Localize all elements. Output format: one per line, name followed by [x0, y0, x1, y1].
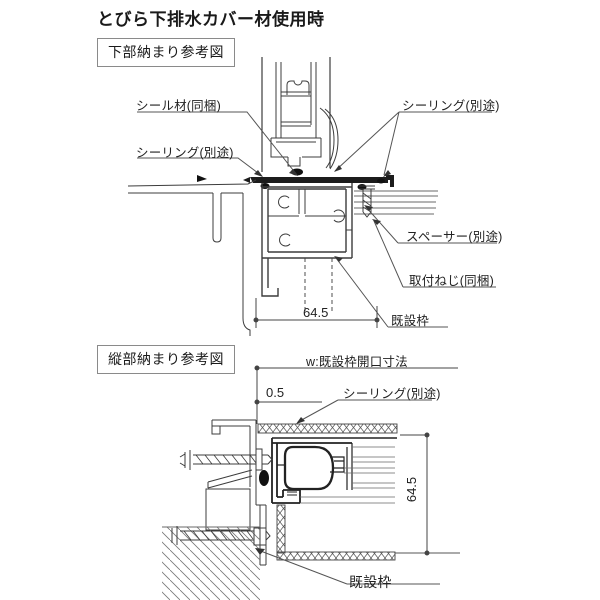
wall-hatch	[162, 526, 260, 600]
mount-screw-upper-left	[179, 448, 273, 471]
dim-text-width-upper: 64.5	[303, 305, 329, 320]
frame-section-lines	[300, 446, 395, 504]
threshold-profile	[127, 179, 257, 336]
label-sealing-left: シーリング(別途)	[136, 146, 234, 160]
label-existing-frame-upper: 既設枠	[391, 314, 430, 328]
dimension-w	[254, 365, 458, 424]
vertical-detail-drawing	[162, 365, 460, 600]
label-sealing-right: シーリング(別途)	[402, 99, 500, 113]
dimension-width-upper	[253, 298, 380, 328]
floor-section-lines	[354, 190, 438, 215]
leader-arrowheads-upper	[254, 165, 391, 262]
mount-screw-vertical	[359, 185, 375, 218]
label-w-dimension: w:既設枠開口寸法	[306, 355, 408, 369]
backer-seal	[259, 470, 269, 486]
drain-cover-plate	[197, 175, 394, 187]
leader-arrowheads-lower	[255, 417, 305, 555]
leader-lines-lower	[257, 399, 440, 585]
sealing-strip-top	[257, 423, 398, 434]
sealing-strip-bottom	[276, 504, 460, 561]
weather-strip	[319, 107, 339, 170]
sealing-bead-right	[377, 178, 385, 184]
label-sealing-lower: シーリング(別途)	[343, 387, 441, 401]
section-heading-bottom: 下部納まり参考図	[97, 38, 235, 67]
dim-text-height-lower: 64.5	[404, 476, 420, 503]
sill-body-profile	[261, 183, 353, 312]
label-spacer: スペーサー(別途)	[406, 230, 503, 244]
door-leaf-profile	[261, 57, 331, 172]
new-frame-profile	[271, 437, 397, 504]
bottom-detail-drawing	[127, 57, 497, 336]
page-title: とびら下排水カバー材使用時	[97, 10, 325, 29]
leader-lines-upper	[137, 111, 497, 328]
section-heading-vertical: 縦部納まり参考図	[97, 345, 235, 374]
dimension-height-lower	[400, 432, 430, 556]
mount-screw-lower-left	[171, 526, 271, 546]
label-seal-material: シール材(同梱)	[136, 99, 221, 113]
label-mount-screw: 取付ねじ(同梱)	[409, 274, 494, 288]
dim-text-gap: 0.5	[266, 385, 285, 400]
label-existing-frame-lower: 既設枠	[349, 574, 392, 590]
